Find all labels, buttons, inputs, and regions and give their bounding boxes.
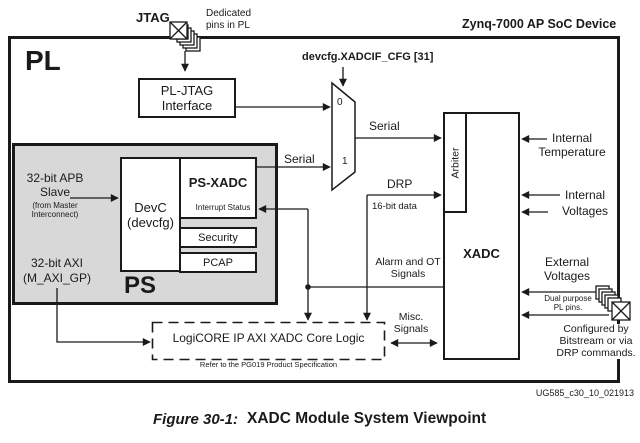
arbiter-label: Arbiter [449,147,461,178]
configured-line1: Configured by [563,323,629,335]
devc-label-line1: DevC [134,199,167,215]
ps-xadc-box: PS-XADC Interrupt Status [179,157,257,219]
internal-temp-line1: Internal [551,131,593,145]
apb-sub1: (from Master [32,201,78,210]
security-box: Security [179,227,257,248]
external-volt-line1: External [544,255,590,269]
figure-caption-prefix: Figure 30-1: [153,411,239,428]
misc-line2: Signals [393,322,429,335]
dual-purpose-line1: Dual purpose [544,294,592,303]
jtag-pins-note: Dedicated pins in PL [206,8,251,31]
security-label: Security [198,231,238,244]
apb-slave-label: 32-bit APB Slave (from Master Interconne… [16,171,94,219]
axi-line1: 32-bit AXI [30,256,84,270]
doc-reference: UG585_c30_10_021913 [535,388,634,398]
pcap-box: PCAP [179,252,257,273]
internal-volt-line1: Internal [564,188,606,202]
alarm-ot-label: Alarm and OT Signals [370,256,446,280]
pl-region-label: PL [25,45,61,76]
ps-xadc-title: PS-XADC [188,175,248,190]
axi-line2: (M_AXI_GP) [22,270,91,285]
jtag-label: JTAG [136,10,170,25]
pcap-label: PCAP [203,256,233,269]
configured-line2: Bitstream or via [559,334,633,347]
devc-label-line2: (devcfg) [127,214,174,230]
interrupt-status-label: Interrupt Status [195,203,251,212]
internal-voltages-label: Internal Voltages [552,188,618,219]
mux-input0-label: 0 [337,97,343,108]
external-voltages-label: External Voltages [534,255,600,283]
pl-jtag-box: PL-JTAG Interface [138,78,236,118]
configured-by-note: Configured by Bitstream or via DRP comma… [549,323,640,360]
device-title: Zynq-7000 AP SoC Device [462,17,617,31]
figure-caption: XADC Module System Viewpoint [247,410,487,427]
misc-signals-label: Misc. Signals [386,311,436,335]
xadc-title: XADC [463,246,500,261]
pl-jtag-label-line2: Interface [161,98,213,113]
dual-purpose-pins-label: Dual purpose PL pins. [540,294,596,312]
internal-temp-line2: Temperature [538,145,606,159]
misc-line1: Misc. [398,311,424,323]
logicore-note: Refer to the PG019 Product Specification [199,360,338,369]
internal-temperature-label: Internal Temperature [530,131,614,159]
serial-out-label: Serial [369,119,400,133]
jtag-pins-note-line2: pins in PL [206,19,250,31]
dual-purpose-line2: PL pins. [553,303,583,312]
jtag-pins-note-line1: Dedicated [206,8,252,19]
configured-line3: DRP commands. [556,346,636,359]
mux-select-label: devcfg.XADCIF_CFG [31] [302,51,434,63]
axi-label: 32-bit AXI (M_AXI_GP) [10,256,104,285]
arbiter-box: Arbiter [443,112,467,213]
pl-boundary-box [8,36,620,383]
devc-box: DevC (devcfg) [120,157,181,272]
apb-line1: 32-bit APB [26,171,84,185]
pl-jtag-label-line1: PL-JTAG [160,83,214,98]
mux-input1-label: 1 [342,156,348,167]
external-volt-line2: Voltages [543,269,591,283]
ps-region-label: PS [124,272,157,299]
logicore-title: LogiCORE IP AXI XADC Core Logic [172,331,365,345]
alarm-line1: Alarm and OT [375,256,441,268]
drp-sub-label: 16-bit data [372,201,417,212]
apb-sub2: Interconnect) [31,210,79,219]
internal-volt-line2: Voltages [561,203,609,218]
apb-line2: Slave [39,184,71,199]
serial-in-label: Serial [284,152,315,166]
drp-label: DRP [387,177,413,191]
alarm-line2: Signals [390,267,426,280]
